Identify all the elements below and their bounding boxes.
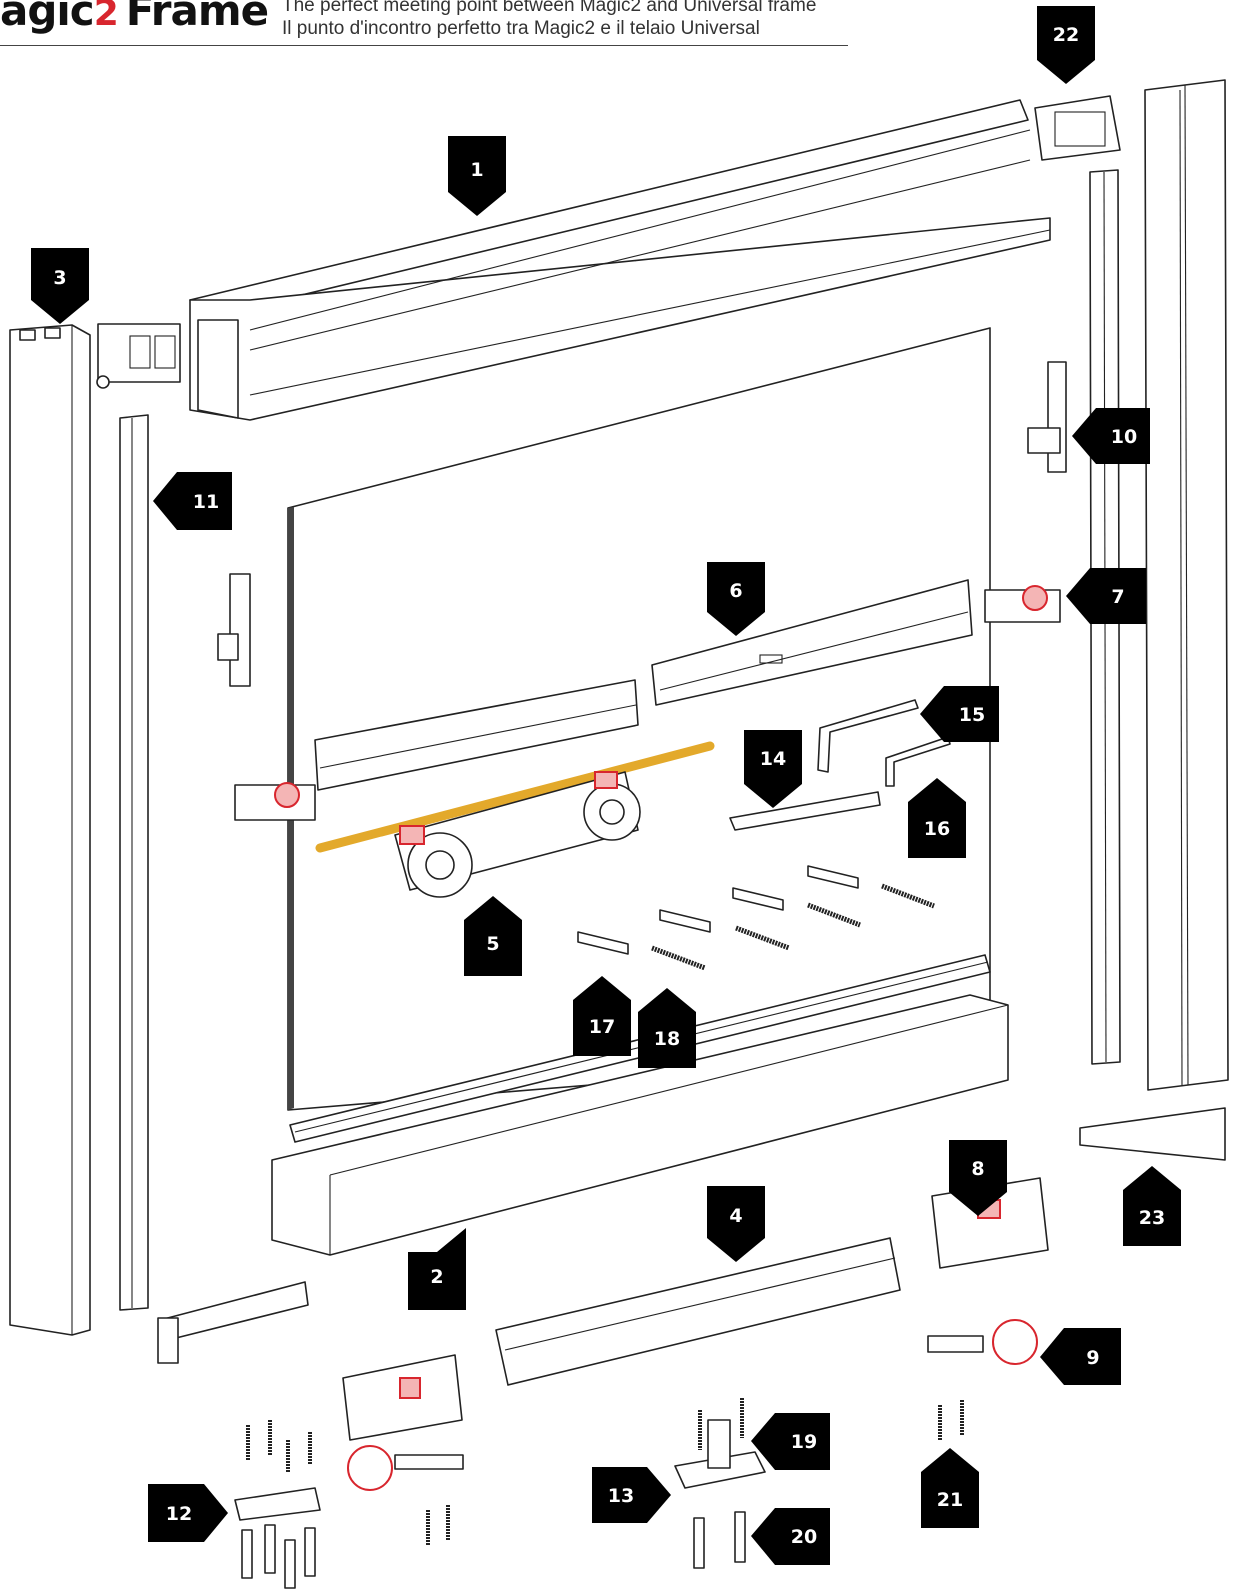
svg-text:12: 12: [166, 1503, 192, 1525]
magnet-stop-right: [1027, 361, 1067, 473]
callout-15: 15: [920, 686, 999, 742]
left-jamb-profile: [9, 324, 91, 1336]
svg-text:17: 17: [589, 1016, 615, 1038]
floor-pin-base: [674, 1398, 766, 1569]
callout-19: 19: [751, 1413, 830, 1470]
callout-4: 4: [707, 1186, 765, 1262]
svg-text:10: 10: [1111, 426, 1137, 448]
callout-2: 2: [408, 1228, 466, 1310]
callout-1: 1: [448, 136, 506, 216]
callout-18: 18: [638, 988, 696, 1068]
callout-14: 14: [744, 730, 802, 808]
hex-key-small: [885, 736, 951, 787]
end-cap-top-left: [96, 323, 181, 389]
svg-text:23: 23: [1139, 1207, 1165, 1229]
floor-guide-block-left: [342, 1354, 463, 1441]
svg-text:2: 2: [430, 1266, 443, 1288]
floor-roller-guide-right: [927, 1319, 1038, 1365]
soft-close-damper-left: [314, 679, 639, 791]
bottom-bracket-left: [157, 1281, 309, 1364]
callout-8: 8: [949, 1140, 1007, 1216]
stopper-right: [984, 585, 1061, 623]
svg-text:4: 4: [729, 1205, 742, 1227]
glass-panel: [287, 327, 991, 1111]
svg-text:14: 14: [760, 748, 786, 770]
callout-7: 7: [1066, 568, 1146, 624]
svg-text:15: 15: [959, 704, 985, 726]
screws: [651, 883, 935, 971]
callout-20: 20: [751, 1508, 830, 1565]
callout-11: 11: [153, 472, 232, 530]
bottom-bracket-right: [1079, 1107, 1226, 1161]
callout-6: 6: [707, 562, 765, 636]
callout-5: 5: [464, 896, 522, 976]
spanner-wrench: [729, 791, 881, 831]
svg-text:1: 1: [470, 159, 483, 181]
soft-close-damper-right: [651, 579, 973, 706]
callout-22: 22: [1037, 6, 1095, 84]
svg-text:13: 13: [608, 1485, 634, 1507]
svg-text:19: 19: [791, 1431, 817, 1453]
tagline-italian: Il punto d'incontro perfetto tra Magic2 …: [282, 18, 760, 39]
floor-guide-profile: [495, 1237, 901, 1386]
svg-text:22: 22: [1053, 24, 1079, 46]
callout-12: 12: [148, 1484, 228, 1542]
magnet-stop-left: [217, 573, 251, 687]
svg-text:8: 8: [971, 1158, 984, 1180]
callout-23: 23: [1123, 1166, 1181, 1246]
floor-roller-guide-left: [347, 1445, 464, 1491]
svg-text:7: 7: [1111, 586, 1124, 608]
bottom-cover-profile: [271, 994, 1009, 1256]
tagline-english: The perfect meeting point between Magic2…: [282, 0, 817, 16]
callout-21: 21: [921, 1448, 979, 1528]
callout-13: 13: [592, 1467, 671, 1523]
svg-text:11: 11: [193, 491, 219, 513]
callout-16: 16: [908, 778, 966, 858]
carriage-roller: [315, 741, 715, 898]
svg-text:18: 18: [654, 1028, 680, 1050]
tagline: The perfect meeting point between Magic2…: [282, 0, 816, 40]
svg-text:5: 5: [486, 933, 499, 955]
svg-text:9: 9: [1086, 1347, 1099, 1369]
svg-text:6: 6: [729, 580, 742, 602]
callout-17: 17: [573, 976, 631, 1056]
svg-text:16: 16: [924, 818, 950, 840]
top-track-profile: [189, 99, 1051, 421]
callout-10: 10: [1072, 408, 1150, 464]
floor-bracket-kit: [234, 1420, 321, 1589]
callout-3: 3: [31, 248, 89, 324]
svg-text:21: 21: [937, 1489, 963, 1511]
svg-text:20: 20: [791, 1526, 817, 1548]
header-divider: [0, 45, 848, 46]
right-jamb-profile: [1144, 79, 1229, 1091]
stopper-left: [234, 782, 316, 821]
wall-plugs: [577, 865, 859, 955]
hex-key-large: [817, 699, 919, 773]
left-insert-profile: [119, 414, 149, 1311]
callout-9: 9: [1040, 1328, 1121, 1385]
end-cap-top-right: [1034, 95, 1121, 161]
svg-text:3: 3: [53, 267, 66, 289]
